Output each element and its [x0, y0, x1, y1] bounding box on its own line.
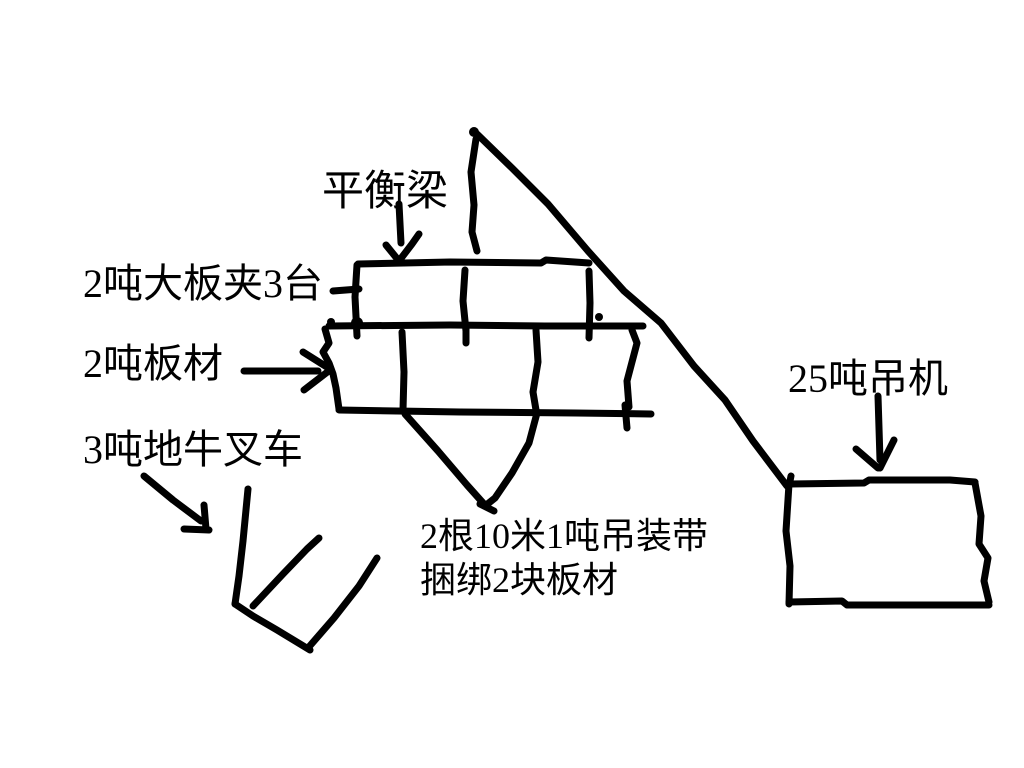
forklift-arrowhead-vertical — [200, 501, 210, 533]
plates-top-edge — [325, 321, 647, 330]
plates-left-edge — [319, 325, 343, 413]
crane-bottom-edge — [785, 597, 993, 609]
clamp-connector-dash — [329, 285, 363, 295]
pallet-forklift-label: 3吨地牛叉车 — [83, 427, 303, 472]
crane-top-edge — [786, 476, 979, 488]
straps-label-line1: 2根10米1吨吊装带 — [420, 516, 709, 556]
crane-left-edge — [782, 480, 794, 608]
straps-label-line2: 捆绑2块板材 — [420, 560, 619, 600]
forklift-fork-inner — [249, 534, 323, 610]
crane-arrowhead-left — [852, 445, 882, 472]
forklift-arrowhead-horizontal — [180, 525, 213, 534]
beam-top-edge — [354, 256, 593, 268]
straps-label: 2根10米1吨吊装带 捆绑2块板材 — [420, 514, 708, 602]
lifting-straps — [401, 409, 541, 515]
crane-boom — [467, 127, 791, 490]
forklift-arrow-line — [140, 472, 205, 525]
strap-left-line — [401, 410, 488, 508]
strap-bottom-tail — [476, 500, 498, 515]
beam-center-hanger — [459, 266, 470, 335]
crane-right-edge — [971, 479, 993, 606]
forklift-fork-outer — [304, 554, 381, 652]
balance-beam-label: 平衡梁 — [322, 169, 449, 215]
crane-body-outline — [782, 472, 993, 609]
plates-arrow — [240, 348, 334, 394]
crane-arrowhead-right — [876, 436, 898, 472]
balance-beam-arrow-line — [395, 200, 405, 247]
crane-topleft-tick — [785, 472, 795, 490]
plates-bottom-edge — [335, 406, 655, 418]
forklift-sketch — [231, 485, 381, 654]
plates-bottom-tick — [621, 401, 631, 432]
forklift-arrow — [140, 472, 213, 534]
forklift-base-line — [231, 600, 314, 654]
plates-divider-right — [529, 326, 542, 414]
boom-line — [473, 130, 791, 490]
balance-beam-arrowhead-right — [395, 230, 423, 265]
forklift-mast-line — [231, 485, 252, 608]
crane-label: 25吨吊机 — [788, 356, 948, 401]
plates-right-dot — [595, 313, 603, 321]
strap-right-line — [481, 409, 541, 510]
crane-arrow — [852, 392, 898, 472]
plates-arrowhead-lower — [300, 366, 334, 394]
crane-arrow-line — [874, 392, 884, 464]
balance-beam-arrow — [382, 200, 423, 265]
plate-clamps-label: 2吨大板夹3台 — [83, 261, 323, 306]
plates-arrowhead-upper — [299, 348, 334, 373]
plate-stack-outline — [319, 313, 655, 432]
hook-cable-line — [467, 135, 481, 255]
plates-right-edge — [623, 326, 641, 411]
plates-divider-left — [398, 328, 408, 414]
plates-label: 2吨板材 — [83, 341, 223, 386]
